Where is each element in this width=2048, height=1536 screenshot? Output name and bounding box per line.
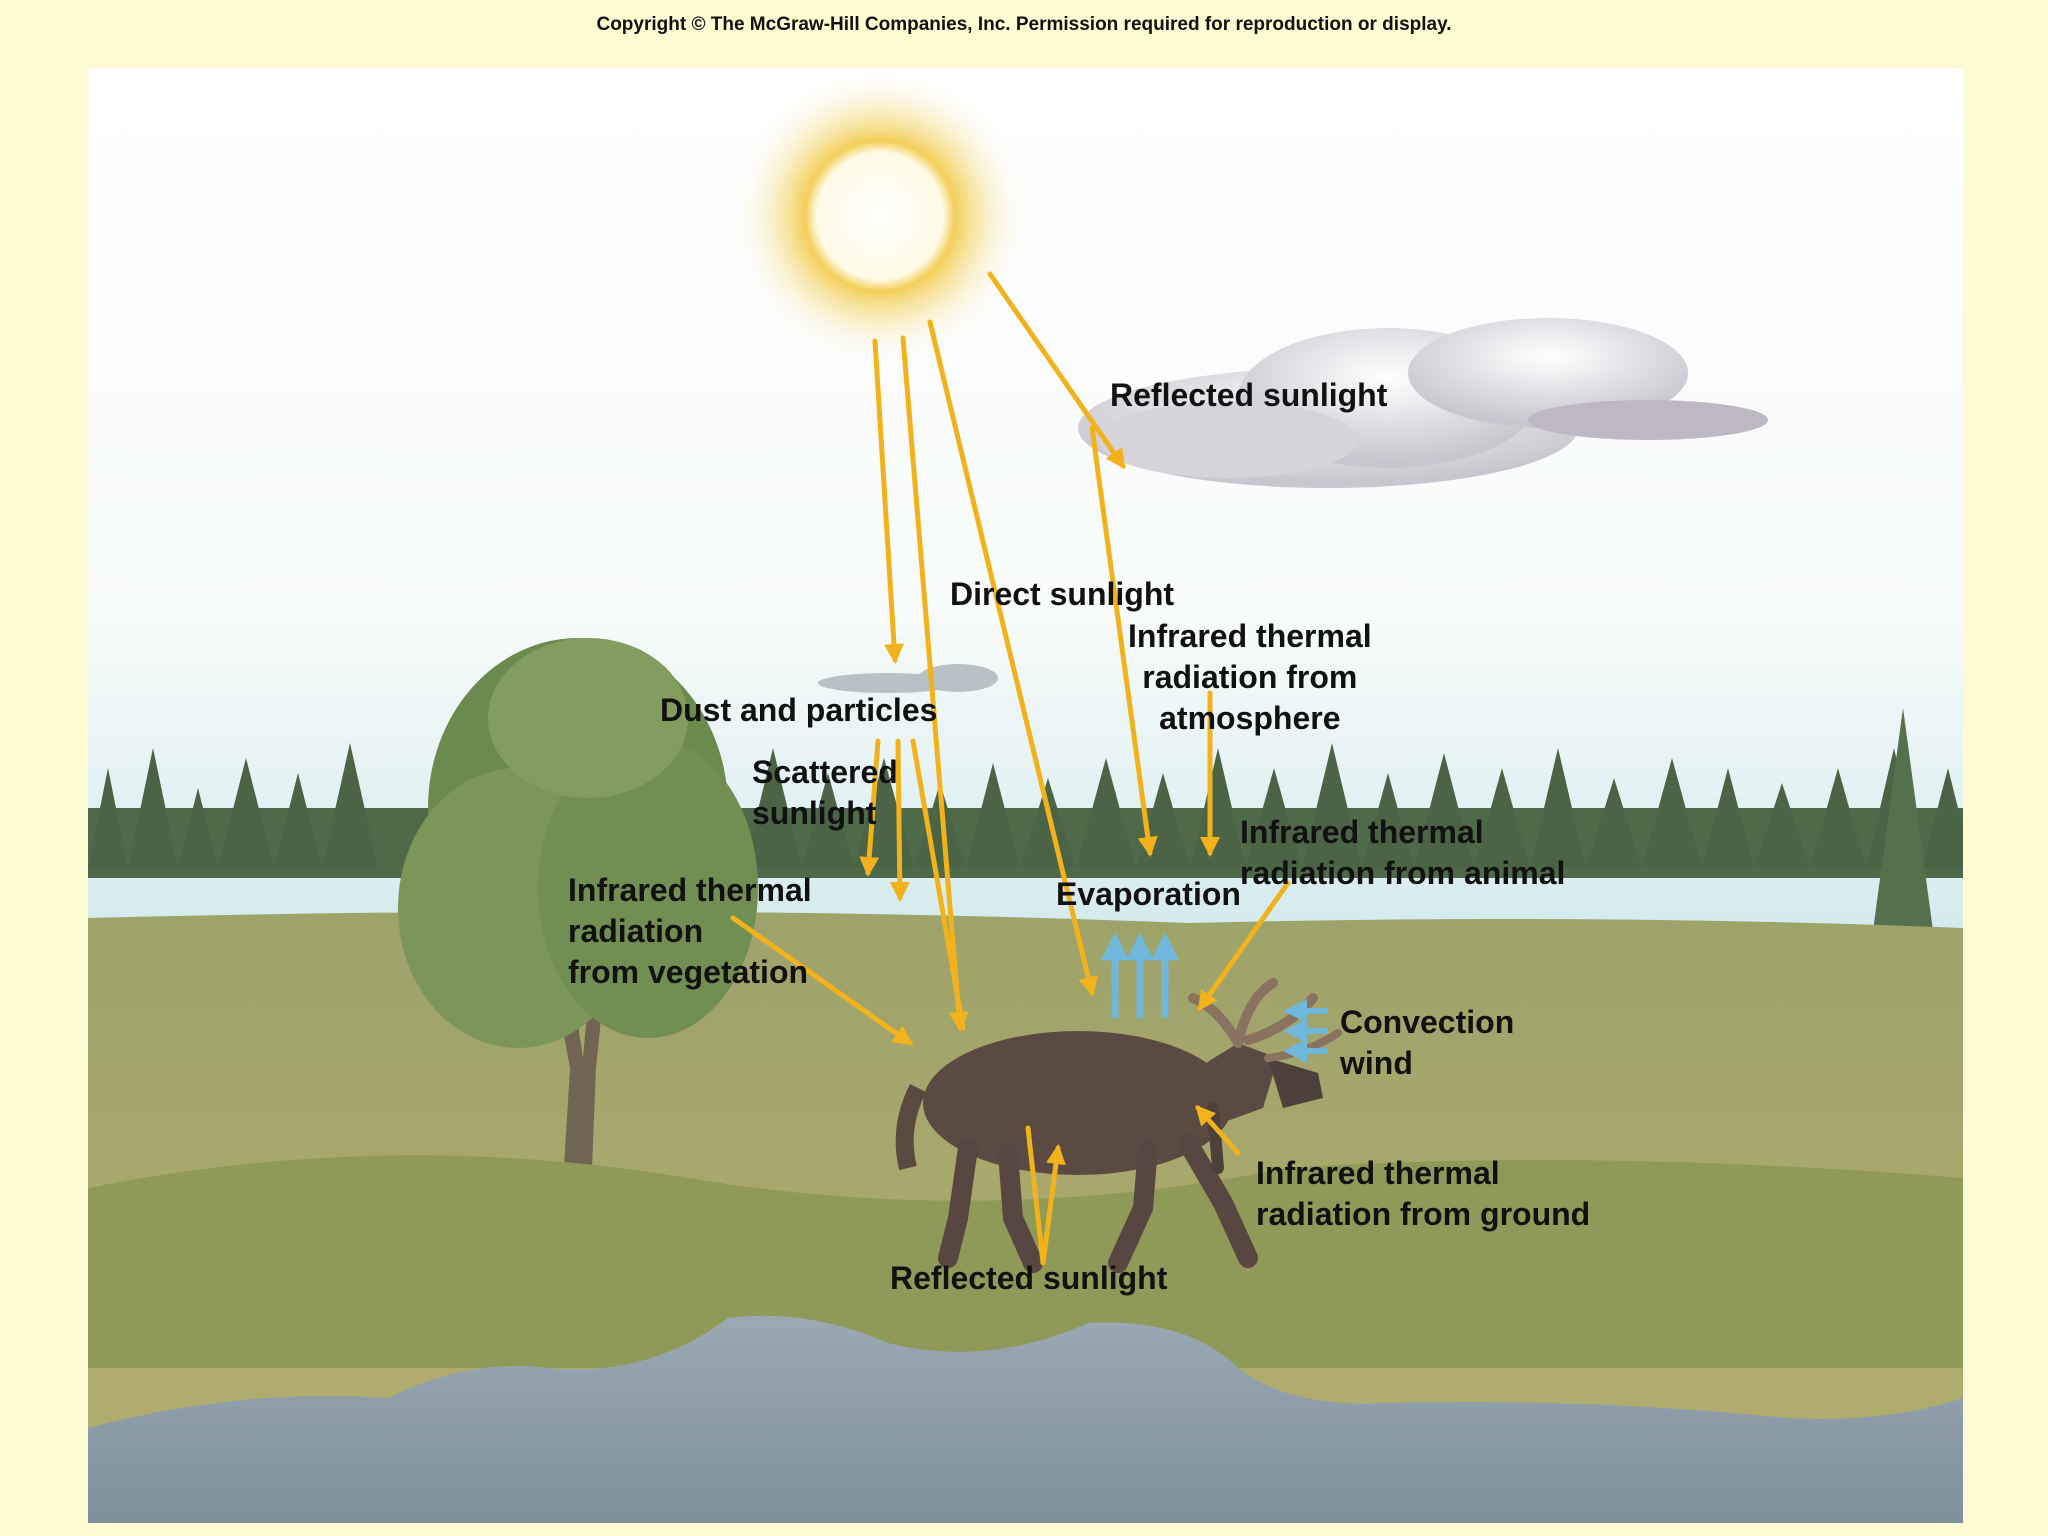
arrow-sun-to-cloud — [987, 271, 1126, 470]
label-reflected-sunlight-cloud: Reflected sunlight — [1110, 377, 1388, 413]
arrow-ir-vegetation — [730, 915, 914, 1046]
radiation-arrows — [730, 271, 1291, 1266]
label-reflected-sunlight-ground: Reflected sunlight — [890, 1260, 1168, 1296]
arrow-sun-to-dust — [872, 338, 904, 664]
arrow-scattered-2 — [889, 738, 910, 902]
forest-treeline — [88, 708, 1963, 968]
arrow-direct-sunlight-2 — [927, 319, 1098, 997]
convection-arrows — [1283, 999, 1328, 1063]
energy-exchange-illustration: Reflected sunlight Direct sunlight Infra… — [88, 68, 1963, 1523]
label-scattered-sunlight: Scattered sunlight — [752, 754, 898, 831]
arrow-scattered-1 — [859, 738, 881, 877]
arrow-ir-ground — [1195, 1105, 1241, 1156]
label-ir-ground: Infrared thermal radiation from ground — [1256, 1155, 1591, 1232]
dust-particles — [818, 664, 998, 693]
label-ir-vegetation: Infrared thermal radiation from vegetati… — [568, 872, 812, 990]
label-ir-animal: Infrared thermal radiation from animal — [1240, 814, 1566, 891]
arrow-reflected-ground-up — [1040, 1144, 1066, 1266]
moose — [895, 978, 1342, 1273]
cloud — [1078, 318, 1768, 488]
arrow-cloud-reflected — [1089, 425, 1158, 857]
label-evaporation: Evaporation — [1056, 876, 1241, 912]
tree — [398, 638, 758, 1268]
label-dust-particles: Dust and particles — [660, 692, 938, 728]
pond — [88, 1315, 1963, 1523]
copyright-notice: Copyright © The McGraw-Hill Companies, I… — [596, 14, 1452, 35]
evaporation-arrows — [1101, 932, 1179, 1018]
sun — [730, 68, 1030, 366]
label-convection-wind: Convection wind — [1340, 1004, 1515, 1081]
arrow-reflected-ground-down — [1025, 1125, 1046, 1266]
arrow-direct-sunlight — [900, 335, 969, 1032]
arrow-ir-animal — [1197, 880, 1291, 1012]
scene-artwork — [88, 68, 1963, 1523]
arrow-scattered-3 — [910, 738, 966, 1031]
label-ir-atmosphere: Infrared thermal radiation from atmosphe… — [1128, 618, 1372, 736]
label-direct-sunlight: Direct sunlight — [950, 576, 1175, 612]
